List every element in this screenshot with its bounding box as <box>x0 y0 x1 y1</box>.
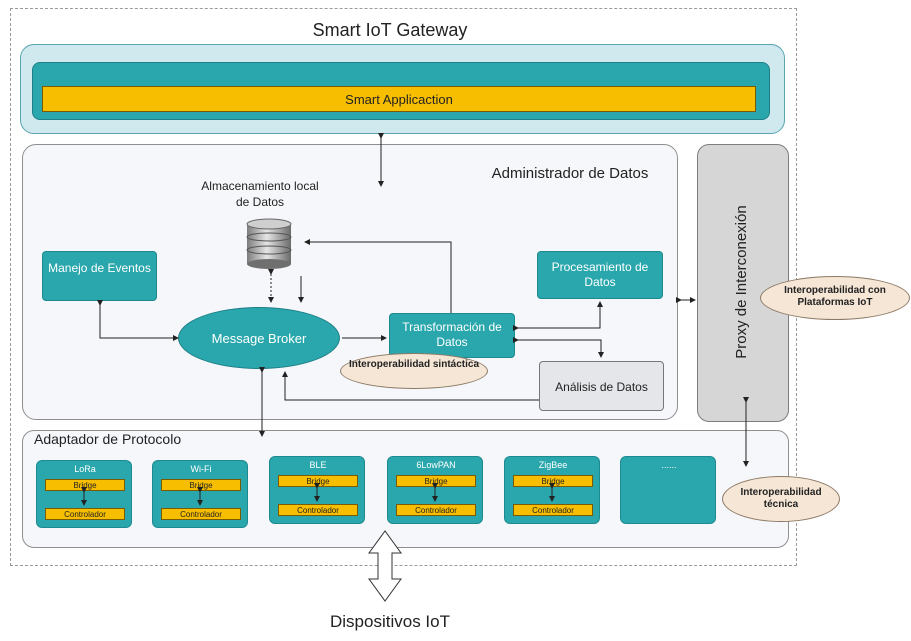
protocol-name: BLE <box>309 460 327 470</box>
protocol-name: ...... <box>661 460 677 470</box>
event-handling-label: Manejo de Eventos <box>48 261 151 275</box>
event-handling-box: Manejo de Eventos <box>42 251 157 301</box>
protocol-name: Wi-Fi <box>190 464 212 474</box>
controller-box: Controlador <box>45 508 125 520</box>
processing-label: Procesamiento de Datos <box>551 260 649 289</box>
transform-storage-connector <box>304 239 452 313</box>
processing-box: Procesamiento de Datos <box>537 251 663 299</box>
controller-box: Controlador <box>396 504 476 516</box>
transformation-box: Transformación de Datos <box>389 313 515 358</box>
controller-box: Controlador <box>513 504 593 516</box>
protocol-name: LoRa <box>74 464 96 474</box>
protocol-name: 6LowPAN <box>416 460 456 470</box>
platform-interop-oval: Interoperabilidad con Plataformas IoT <box>760 276 910 320</box>
devices-label: Dispositivos IoT <box>330 612 450 631</box>
data-admin-title: Administrador de Datos <box>491 165 649 182</box>
proxy-panel <box>697 144 789 422</box>
syntactic-interop-label: Interoperabilidad sintáctica <box>348 359 480 370</box>
database-icon <box>246 218 292 269</box>
storage-label: Almacenamiento local de Datos <box>201 179 319 209</box>
gateway-title: Smart IoT Gateway <box>312 20 468 40</box>
transform-analysis-connector <box>513 337 604 358</box>
events-broker-connector <box>97 300 179 341</box>
message-broker-label: Message Broker <box>211 331 307 346</box>
devices-double-arrow <box>368 530 402 602</box>
transform-processing-connector <box>513 301 603 331</box>
syntactic-interop-oval: Interoperabilidad sintáctica <box>340 353 488 389</box>
protocol-adapter-title: Adaptador de Protocolo <box>34 431 182 447</box>
analysis-box: Análisis de Datos <box>539 361 664 411</box>
protocol-card-6lowpan: 6LowPAN Bridge Controlador <box>387 456 483 524</box>
technical-interop-label: Interoperabilidad técnica <box>740 487 822 510</box>
smart-application-bar: Smart Applicaction <box>42 86 756 112</box>
controller-box: Controlador <box>278 504 358 516</box>
protocol-card-ble: BLE Bridge Controlador <box>269 456 365 524</box>
protocol-name: ZigBee <box>538 460 568 470</box>
message-broker: Message Broker <box>178 307 340 369</box>
analysis-label: Análisis de Datos <box>555 380 648 394</box>
platform-interop-label: Interoperabilidad con Plataformas IoT <box>784 285 886 308</box>
transformation-label: Transformación de Datos <box>402 320 502 349</box>
technical-interop-oval: Interoperabilidad técnica <box>722 476 840 522</box>
protocol-card-more: ...... <box>620 456 716 524</box>
analysis-broker-connector <box>282 371 539 401</box>
controller-box: Controlador <box>161 508 241 520</box>
